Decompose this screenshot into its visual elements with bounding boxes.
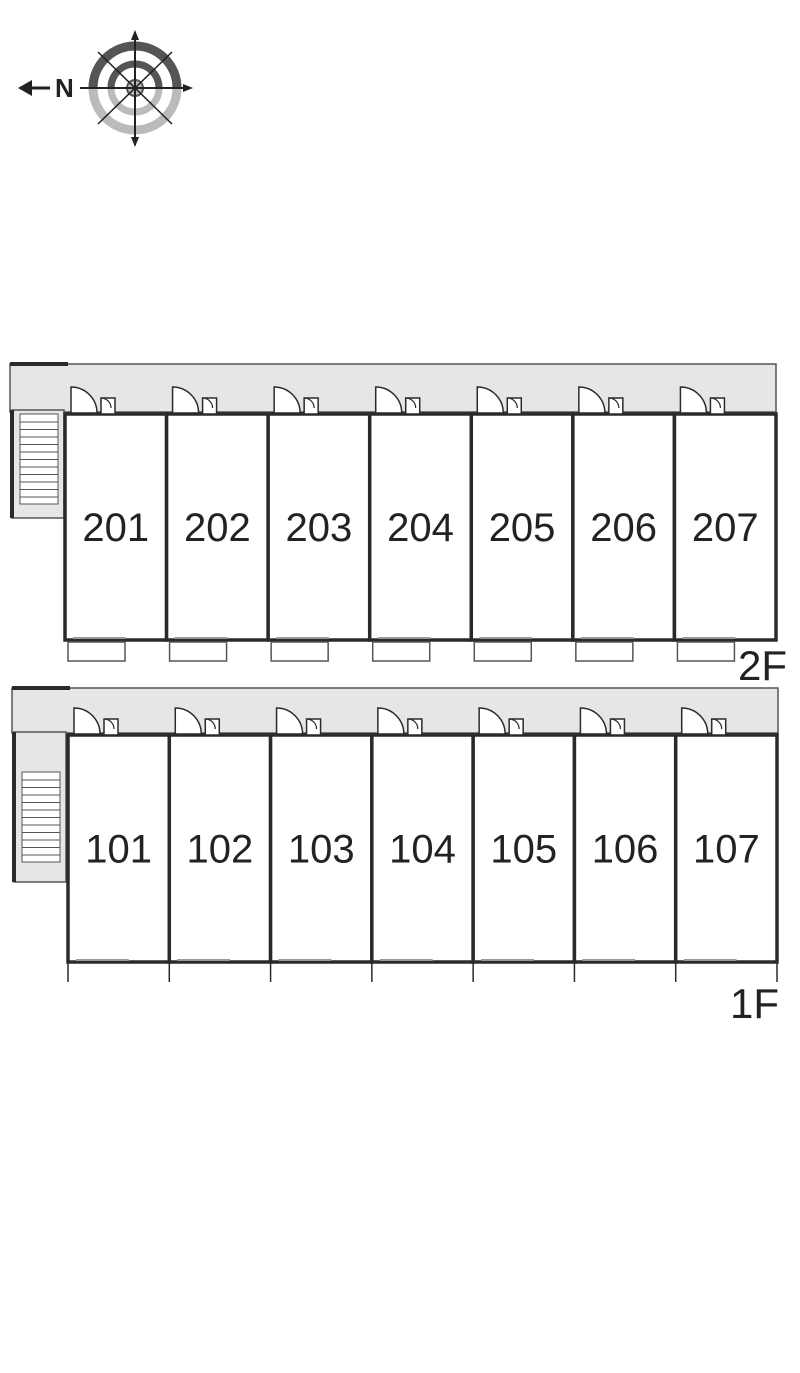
unit-number: 101 xyxy=(85,828,152,872)
unit-207: 207 xyxy=(672,386,778,662)
meter-box-icon xyxy=(407,718,423,736)
meter-box-icon xyxy=(201,397,218,415)
floor-label: 2F xyxy=(738,642,787,689)
unit-201: 201 xyxy=(63,386,169,662)
balcony xyxy=(473,641,533,662)
door-icon xyxy=(478,707,506,735)
door-icon xyxy=(374,386,403,414)
door-icon xyxy=(171,386,200,414)
meter-box-icon xyxy=(404,397,421,415)
unit-number: 206 xyxy=(590,506,657,550)
unit-number: 207 xyxy=(692,506,759,550)
balcony xyxy=(676,641,736,662)
unit-number: 204 xyxy=(387,506,454,550)
unit-wall xyxy=(370,733,475,964)
unit-203: 203 xyxy=(266,386,372,662)
north-arrow-icon xyxy=(18,80,32,96)
unit-wall xyxy=(266,412,372,642)
floor-2F: 201 202 203 204 205 206 207 2F xyxy=(9,362,787,689)
meter-box-icon xyxy=(305,718,322,736)
compass-rose-icon: N xyxy=(18,30,193,147)
unit-104: 104 xyxy=(370,707,475,982)
unit-204: 204 xyxy=(367,386,474,662)
door-icon xyxy=(679,386,708,414)
unit-wall xyxy=(167,733,273,964)
unit-202: 202 xyxy=(164,386,270,662)
unit-105: 105 xyxy=(471,707,577,982)
meter-box-icon xyxy=(103,718,119,736)
unit-number: 205 xyxy=(489,506,556,550)
floor-label: 1F xyxy=(730,980,779,1027)
door-icon xyxy=(174,707,203,735)
balcony xyxy=(168,641,228,662)
meter-box-icon xyxy=(710,718,727,736)
door-icon xyxy=(73,707,101,735)
door-icon xyxy=(377,707,405,735)
door-icon xyxy=(275,707,304,735)
unit-wall xyxy=(164,412,270,642)
door-icon xyxy=(680,707,709,735)
unit-205: 205 xyxy=(469,386,575,662)
meter-box-icon xyxy=(506,397,523,415)
unit-number: 202 xyxy=(184,506,251,550)
meter-box-icon xyxy=(204,718,221,736)
door-icon xyxy=(70,386,98,414)
meter-box-icon xyxy=(100,397,116,415)
unit-number: 201 xyxy=(82,506,149,550)
door-icon xyxy=(579,707,608,735)
unit-wall xyxy=(471,733,577,964)
unit-wall xyxy=(63,412,169,642)
balcony xyxy=(67,641,126,662)
door-icon xyxy=(578,386,606,414)
staircase xyxy=(19,413,59,505)
meter-box-icon xyxy=(609,718,626,736)
unit-wall xyxy=(673,733,779,964)
balcony xyxy=(575,641,634,662)
unit-number: 102 xyxy=(187,828,254,872)
unit-number: 104 xyxy=(389,828,456,872)
unit-number: 103 xyxy=(288,828,355,872)
unit-wall xyxy=(672,412,778,642)
balcony xyxy=(371,641,431,662)
door-icon xyxy=(273,386,301,414)
meter-box-icon xyxy=(508,718,524,736)
unit-103: 103 xyxy=(268,707,374,982)
door-icon xyxy=(476,386,505,414)
north-label: N xyxy=(55,73,74,103)
balcony xyxy=(270,641,329,662)
unit-102: 102 xyxy=(167,707,273,982)
unit-number: 105 xyxy=(490,828,557,872)
unit-wall xyxy=(469,412,575,642)
unit-206: 206 xyxy=(571,386,677,662)
meter-box-icon xyxy=(709,397,726,415)
meter-box-icon xyxy=(608,397,624,415)
unit-wall xyxy=(572,733,678,964)
meter-box-icon xyxy=(303,397,319,415)
unit-106: 106 xyxy=(572,707,678,982)
unit-wall xyxy=(367,412,474,642)
unit-number: 106 xyxy=(592,828,659,872)
unit-wall xyxy=(571,412,677,642)
unit-107: 107 xyxy=(673,707,779,982)
floor-1F: 101 102 103 104 105 106 107 1F xyxy=(11,686,779,1027)
unit-number: 107 xyxy=(693,828,760,872)
staircase xyxy=(21,771,61,863)
unit-101: 101 xyxy=(66,707,172,982)
unit-number: 203 xyxy=(286,506,353,550)
